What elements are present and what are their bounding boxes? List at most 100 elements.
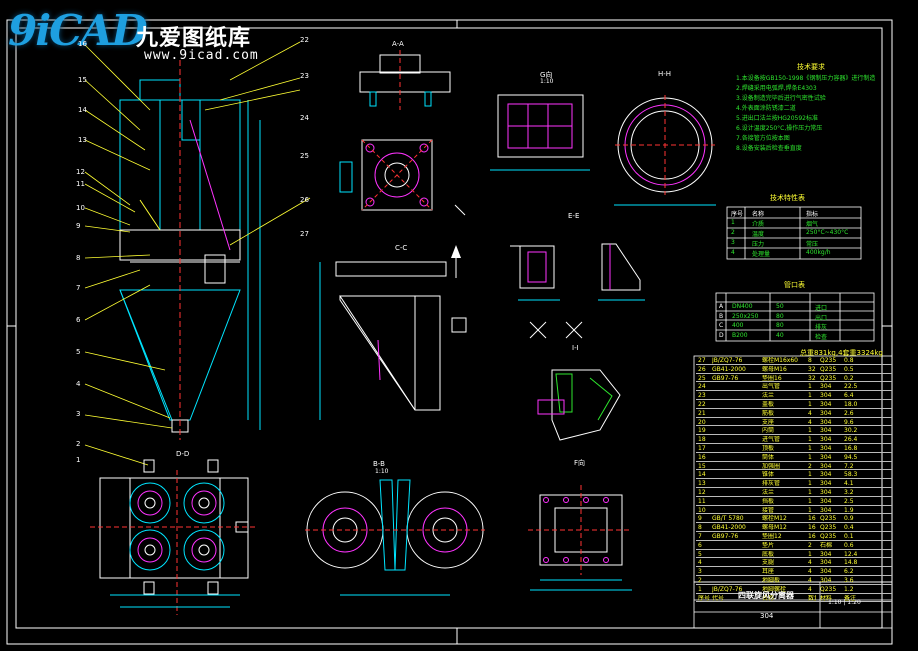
logo-mark: 9iCAD <box>8 6 148 55</box>
callout-number: 5 <box>76 348 81 356</box>
note-line: 6.设计温度250°C,操作压力常压 <box>736 125 823 132</box>
bom-cell: 2 <box>698 576 702 584</box>
callout-number: 25 <box>300 152 309 160</box>
bom-cell: 14 <box>698 471 706 479</box>
bom-cell: 1.2 <box>844 585 854 593</box>
bom-cell: 盖板 <box>762 400 775 408</box>
callout-number: 7 <box>76 284 81 292</box>
bom-cell: 3.6 <box>844 576 854 584</box>
view-label-bb: B-B <box>373 460 385 468</box>
bom-cell: 内筒 <box>762 427 775 435</box>
bom-cell: 0.9 <box>844 515 854 523</box>
bom-cell: 耳座 <box>762 568 775 576</box>
bom-cell: 0.1 <box>844 532 854 540</box>
note-line: 5.进出口法兰按HG20592标准 <box>736 115 818 122</box>
bom-cell: 6 <box>698 541 702 549</box>
callout-number: 8 <box>76 254 81 262</box>
nozzle-cell: A <box>719 303 724 310</box>
bom-cell: 11 <box>698 497 706 505</box>
top-aa-view <box>359 50 451 110</box>
nozzle-cell: 250x250 <box>732 312 759 320</box>
bom-cell: 材料 <box>820 594 833 602</box>
bom-cell: 304 <box>820 409 832 417</box>
bracket-views <box>510 243 645 301</box>
bom-cell: 8 <box>808 357 812 364</box>
bom-cell: 石棉 <box>820 541 833 549</box>
callout-number: 13 <box>78 136 87 144</box>
bom-cell: 18.0 <box>844 400 858 408</box>
bom-cell: 垫圈16 <box>762 374 782 382</box>
bom-cell: GB41-2000 <box>712 365 746 373</box>
bom-cell: 筒体 <box>762 453 775 461</box>
bom-cell: 1 <box>808 383 812 391</box>
callout-leaders <box>84 41 311 466</box>
bom-cell: 顶板 <box>762 444 775 452</box>
bom-cell: 32 <box>808 374 816 382</box>
bom-cell: 304 <box>820 568 832 576</box>
logo-url[interactable]: www.9icad.com <box>144 48 259 63</box>
bom-cell: 1 <box>808 392 812 400</box>
bom-cell: 58.3 <box>844 471 858 479</box>
site-logo[interactable]: 9iCAD 九爱图纸库 www.9icad.com <box>4 6 296 72</box>
bom-cell: 备注 <box>844 594 857 602</box>
callout-number: 22 <box>300 36 309 44</box>
bom-cell: 304 <box>820 550 832 558</box>
bom-cell: 16 <box>808 524 816 532</box>
nozzle-cell: C <box>719 322 724 329</box>
bom-cell: JB/ZQ7-76 <box>712 357 743 364</box>
bom-cell: 螺栓M12 <box>762 515 787 523</box>
spec-cell: 处理量 <box>752 251 771 258</box>
bom-cell: 304 <box>820 497 832 505</box>
bom-cell: 排灰管 <box>762 480 781 488</box>
bom-cell: 代号 <box>712 594 725 602</box>
spec-cell: 名称 <box>752 211 765 218</box>
bom-cell: 4 <box>808 576 812 584</box>
bom-cell: Q235 <box>820 515 837 523</box>
bom-cell: 22.5 <box>844 383 858 391</box>
bom-cell: 22 <box>698 400 706 408</box>
view-label-dd: D-D <box>176 450 190 458</box>
bom-cell: 地脚螺栓 <box>762 585 787 593</box>
bom-cell: 接管 <box>762 506 775 514</box>
bom-cell: 4 <box>808 559 812 567</box>
bom-cell: 304 <box>820 488 832 496</box>
spec-cell: 压力 <box>752 241 765 248</box>
nozzle-cell: B200 <box>732 331 748 339</box>
bom-cell: 2.6 <box>844 409 854 417</box>
spec-cell: 介质 <box>752 221 765 228</box>
bom-cell: 0.4 <box>844 524 854 532</box>
nozzle-cell: 检查 <box>815 333 828 341</box>
bom-cell: 26 <box>698 365 706 373</box>
bom-cell: 支腿 <box>762 559 775 567</box>
bom-cell: 18 <box>698 436 706 444</box>
bom-cell: 名称 <box>762 594 775 602</box>
bom-cell: 5 <box>698 550 702 558</box>
drawing-title: 四联旋风分离器 <box>738 591 794 600</box>
spec-cell: 4 <box>731 249 735 256</box>
bom-cell: 17 <box>698 444 706 452</box>
bom-cell: 4 <box>698 559 702 567</box>
nozzle-table-grid <box>715 292 875 342</box>
note-line: 3.设备制造完毕后进行气密性试验 <box>736 95 826 102</box>
drawing-code: 304 <box>760 612 774 620</box>
bom-cell: 4 <box>808 585 812 593</box>
bom-cell: 2.5 <box>844 497 854 505</box>
callout-number: 2 <box>76 440 81 448</box>
bom-cell: GB97-76 <box>712 374 739 382</box>
bom-cell: 0.2 <box>844 374 854 382</box>
bom-cell: Q235 <box>820 524 837 532</box>
spec-cell: 指标 <box>806 211 819 218</box>
bom-cell: 32 <box>808 365 816 373</box>
bom-cell: 23 <box>698 392 706 400</box>
logo-name: 九爱图纸库 <box>136 26 252 51</box>
